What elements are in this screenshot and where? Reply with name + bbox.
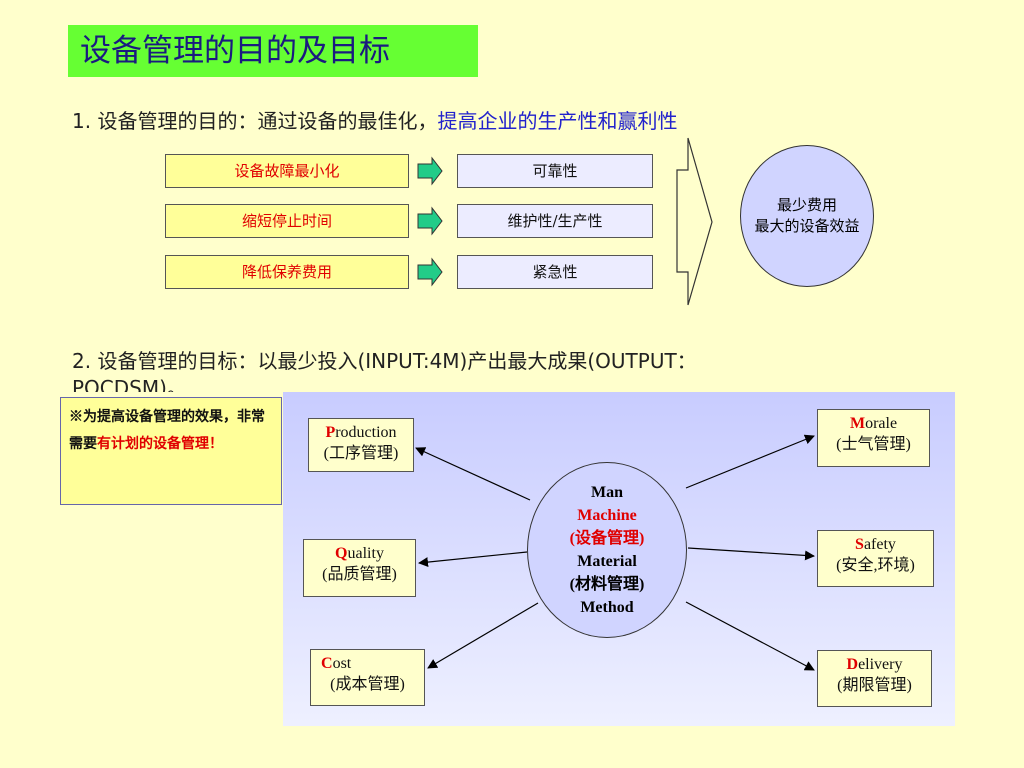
note-highlight: 有计划的设备管理！ — [97, 436, 223, 452]
morale-cn: (士气管理) — [836, 436, 911, 453]
connector-cost — [427, 602, 539, 669]
goal-line-1: 最少费用 — [776, 196, 837, 214]
section2-number: 2. — [72, 349, 92, 373]
quality-cn: (品质管理) — [322, 566, 397, 583]
result-box-1: 可靠性 — [457, 154, 653, 188]
section1-label: 设备管理的目的： — [97, 109, 258, 133]
input-machine-cn: (设备管理) — [569, 530, 645, 547]
output-safety-box: Safety (安全,环境) — [817, 530, 934, 587]
connector-quality — [418, 551, 528, 568]
delivery-initial: D — [846, 656, 859, 673]
note-box: ※为提高设备管理的效果，非常需要有计划的设备管理！ — [60, 397, 282, 505]
production-initial: P — [325, 424, 336, 441]
cause-box-2: 缩短停止时间 — [165, 204, 409, 238]
quality-rest: uality — [347, 545, 384, 562]
delivery-rest: elivery — [858, 656, 903, 673]
output-production-box: Production (工序管理) — [308, 418, 414, 472]
morale-initial: M — [849, 415, 866, 432]
safety-rest: afety — [863, 536, 896, 553]
input-material-cn: (材料管理) — [569, 576, 645, 593]
section1-text: 通过设备的最佳化， — [257, 109, 438, 133]
production-rest: roduction — [335, 424, 397, 441]
section2-line: 2. 设备管理的目标：以最少投入(INPUT:4M)产出最大成果(OUTPUT： — [72, 345, 697, 374]
section2-text-line1: 以最少投入(INPUT:4M)产出最大成果(OUTPUT： — [257, 349, 697, 373]
cost-initial: C — [321, 655, 333, 672]
quality-initial: Q — [335, 545, 348, 562]
section2-label: 设备管理的目标： — [97, 349, 258, 373]
input-method: Method — [580, 599, 634, 616]
section1-line: 1. 设备管理的目的：通过设备的最佳化，提高企业的生产性和赢利性 — [72, 105, 677, 134]
section1-number: 1. — [72, 109, 92, 133]
cause-box-1: 设备故障最小化 — [165, 154, 409, 188]
result-box-2: 维护性/生产性 — [457, 204, 653, 238]
production-cn: (工序管理) — [323, 445, 399, 462]
block-arrow-2 — [417, 206, 443, 236]
output-quality-box: Quality (品质管理) — [303, 539, 416, 597]
section1-highlight: 提高企业的生产性和赢利性 — [437, 109, 678, 133]
delivery-cn: (期限管理) — [837, 677, 912, 694]
block-arrow-1 — [417, 156, 443, 186]
connector-safety — [687, 547, 815, 561]
output-delivery-box: Delivery (期限管理) — [817, 650, 932, 707]
connector-morale — [685, 434, 815, 489]
section2-text-line2: PQCDSM)。 — [72, 376, 187, 392]
connector-delivery — [685, 601, 815, 671]
safety-initial: S — [855, 536, 864, 553]
goal-oval: 最少费用 最大的设备效益 — [740, 145, 874, 287]
input-machine: Machine — [577, 507, 637, 524]
output-cost-box: Cost (成本管理) — [310, 649, 425, 706]
block-arrow-3 — [417, 257, 443, 287]
cost-rest: ost — [332, 655, 352, 672]
input-material: Material — [577, 553, 637, 570]
cost-cn: (成本管理) — [330, 676, 405, 693]
note-text: ※为提高设备管理的效果，非常需要 — [69, 409, 265, 452]
safety-cn: (安全,环境) — [836, 557, 915, 574]
result-box-3: 紧急性 — [457, 255, 653, 289]
input-man: Man — [591, 484, 623, 501]
goal-line-2: 最大的设备效益 — [754, 217, 860, 235]
morale-rest: orale — [865, 415, 898, 432]
chevron-arrow — [676, 137, 713, 306]
page-title: 设备管理的目的及目标 — [68, 25, 478, 77]
output-morale-box: Morale (士气管理) — [817, 409, 930, 467]
section2-line-2: PQCDSM)。 — [72, 372, 187, 392]
cause-box-3: 降低保养费用 — [165, 255, 409, 289]
connector-production — [415, 447, 531, 501]
input-4m-oval: Man Machine (设备管理) Material (材料管理) Metho… — [527, 462, 687, 638]
